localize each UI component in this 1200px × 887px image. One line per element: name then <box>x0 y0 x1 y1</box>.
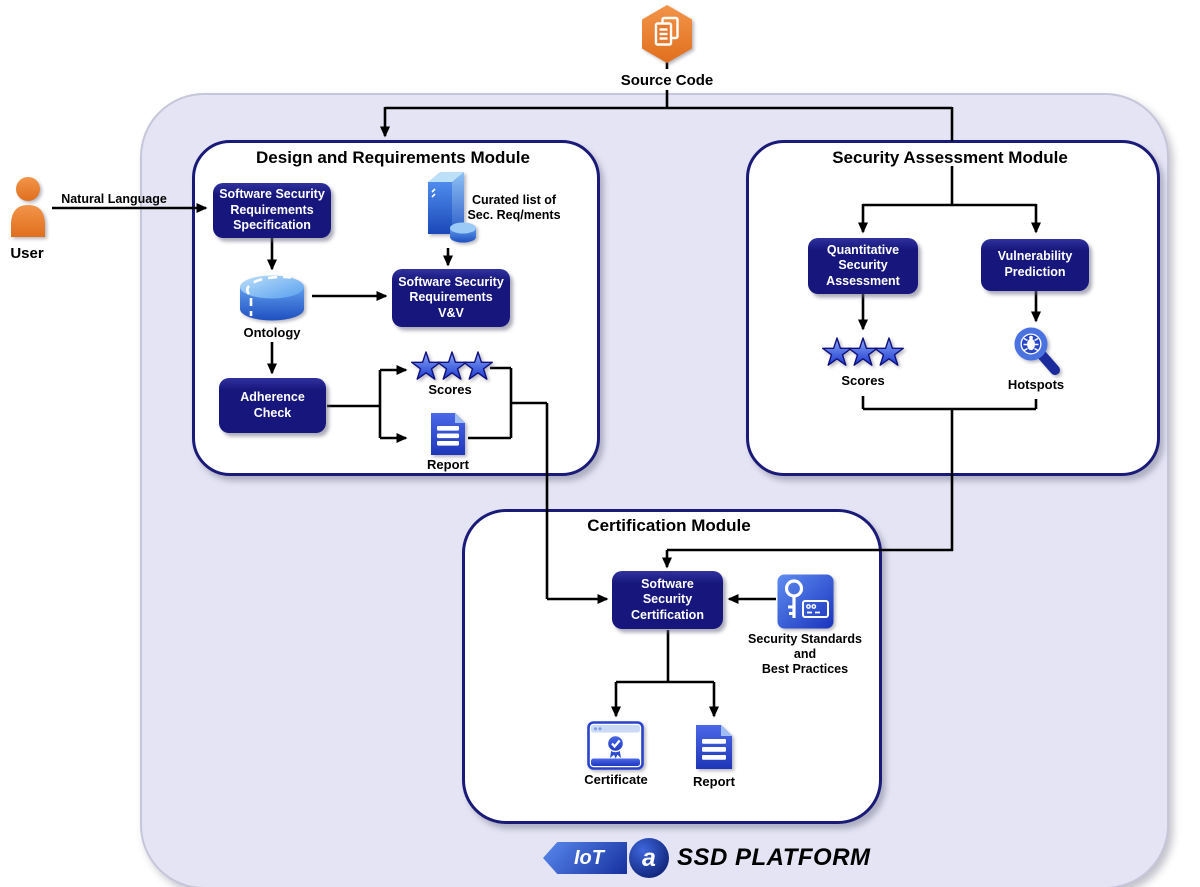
design-scores-icon <box>411 351 493 380</box>
connector-certification-outputs <box>611 630 719 718</box>
curated-list-icon <box>428 172 476 243</box>
software-security-certification-box: Software Security Certification <box>612 571 723 629</box>
curated-list-label: Curated list of Sec. Req/ments <box>467 193 561 222</box>
source-code-icon <box>642 5 692 63</box>
certificate-label: Certificate <box>584 772 648 787</box>
security-standards-label: Security Standards and Best Practices <box>748 632 862 676</box>
security-standards-icon <box>777 574 834 629</box>
hotspots-label: Hotspots <box>1007 377 1065 392</box>
design-report-icon <box>431 413 465 455</box>
user-icon <box>11 177 45 237</box>
connector-design-outputs <box>468 366 609 604</box>
hotspots-icon <box>1014 327 1060 375</box>
ontology-icon <box>240 275 304 321</box>
design-report-label: Report <box>427 457 469 472</box>
vulnerability-prediction-box: Vulnerability Prediction <box>981 239 1089 291</box>
user-label: User <box>10 245 44 262</box>
security-scores-label: Scores <box>841 373 885 388</box>
ssrs-box: Software Security Requirements Specifica… <box>213 183 331 238</box>
source-code-label: Source Code <box>620 72 714 89</box>
certification-report-label: Report <box>693 774 735 789</box>
platform-name: SSD PLATFORM <box>677 844 871 871</box>
design-module-title: Design and Requirements Module <box>256 148 530 167</box>
ontology-label: Ontology <box>243 325 301 340</box>
vv-box: Software Security Requirements V&V <box>392 269 510 327</box>
natural-language-label: Natural Language <box>61 192 167 206</box>
iot-logo-tag: IoT <box>543 842 627 874</box>
security-module-title: Security Assessment Module <box>832 148 1068 167</box>
connector-source-code <box>380 61 954 205</box>
security-scores-icon <box>822 337 904 366</box>
certification-report-icon <box>696 725 732 769</box>
connector-security-outputs <box>662 396 1038 569</box>
adherence-check-box: Adherence Check <box>219 378 326 433</box>
iot-at-icon: a <box>629 838 669 878</box>
connector-design-internal <box>267 238 453 443</box>
certificate-icon <box>587 721 644 770</box>
quantitative-assessment-box: Quantitative Security Assessment <box>808 238 918 294</box>
design-scores-label: Scores <box>428 382 472 397</box>
certification-module-title: Certification Module <box>587 516 751 535</box>
platform-logo: IoT a SSD PLATFORM <box>543 837 871 879</box>
certification-module <box>462 509 882 824</box>
connector-security-split <box>858 203 1041 331</box>
